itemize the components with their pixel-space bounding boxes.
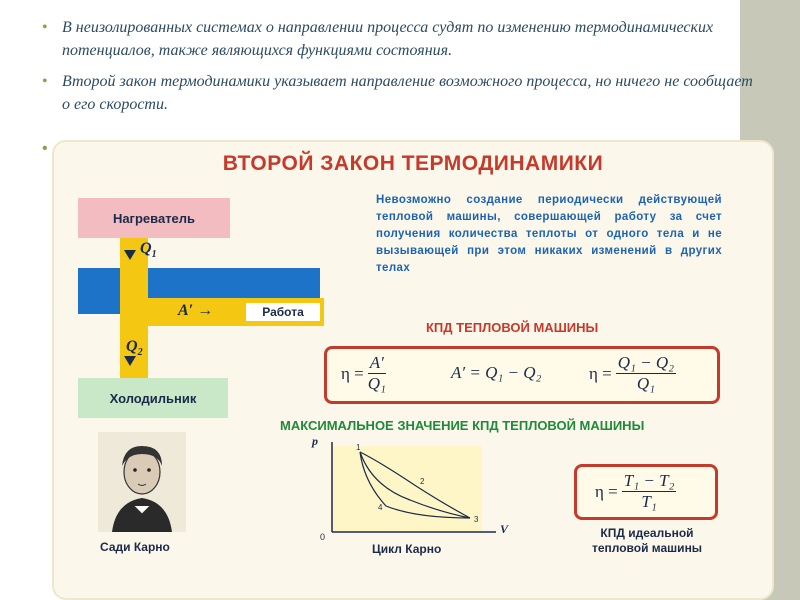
bullet-list: • В неизолированных системах о направлен… <box>40 16 760 124</box>
bullet-marker: • <box>42 73 48 90</box>
efficiency-heading: КПД ТЕПЛОВОЙ МАШИНЫ <box>426 320 599 335</box>
work-label: Работа <box>246 303 320 321</box>
arrow-down-icon <box>124 356 136 366</box>
bullet-marker: • <box>42 140 48 157</box>
q2-label: Q2 <box>126 338 143 359</box>
cycle-caption: Цикл Карно <box>372 542 442 556</box>
bullet-text: В неизолированных системах о направлении… <box>62 19 714 59</box>
max-efficiency-heading: МАКСИМАЛЬНОЕ ЗНАЧЕНИЕ КПД ТЕПЛОВОЙ МАШИН… <box>280 418 645 433</box>
law-statement: Невозможно создание периодически действу… <box>376 194 722 274</box>
bullet-item: • В неизолированных системах о направлен… <box>40 16 760 62</box>
bullet-text: Второй закон термодинамики указывает нап… <box>62 73 753 113</box>
heater-box: Нагреватель <box>78 198 230 238</box>
cycle-axis-p: p <box>312 434 318 448</box>
ideal-caption: КПД идеальной тепловой машины <box>591 526 703 555</box>
formula-eta: η = A′Q₁ <box>341 353 386 393</box>
svg-text:4: 4 <box>378 503 383 512</box>
portrait-caption: Сади Карно <box>100 540 170 554</box>
arrow-down-icon <box>124 250 136 260</box>
carnot-portrait <box>98 432 186 532</box>
formula-work: A′ = Q₁ − Q₂ <box>451 363 542 382</box>
work-a-label: A′ → <box>178 302 214 319</box>
svg-text:1: 1 <box>356 443 361 452</box>
svg-text:2: 2 <box>420 477 425 486</box>
second-law-poster: ВТОРОЙ ЗАКОН ТЕРМОДИНАМИКИ Нагреватель Р… <box>52 140 774 600</box>
heat-flow-vertical <box>120 238 148 378</box>
cycle-origin: 0 <box>320 532 326 542</box>
carnot-cycle-diagram: 1 2 3 4 <box>331 442 496 533</box>
bullet-marker: • <box>42 19 48 36</box>
bullet-item: • Второй закон термодинамики указывает н… <box>40 70 760 116</box>
q1-label: Q1 <box>140 240 157 261</box>
svg-text:3: 3 <box>474 515 479 524</box>
cooler-box: Холодильник <box>78 378 228 418</box>
cycle-axis-v: V <box>500 522 509 536</box>
poster-title: ВТОРОЙ ЗАКОН ТЕРМОДИНАМИКИ <box>222 152 604 175</box>
